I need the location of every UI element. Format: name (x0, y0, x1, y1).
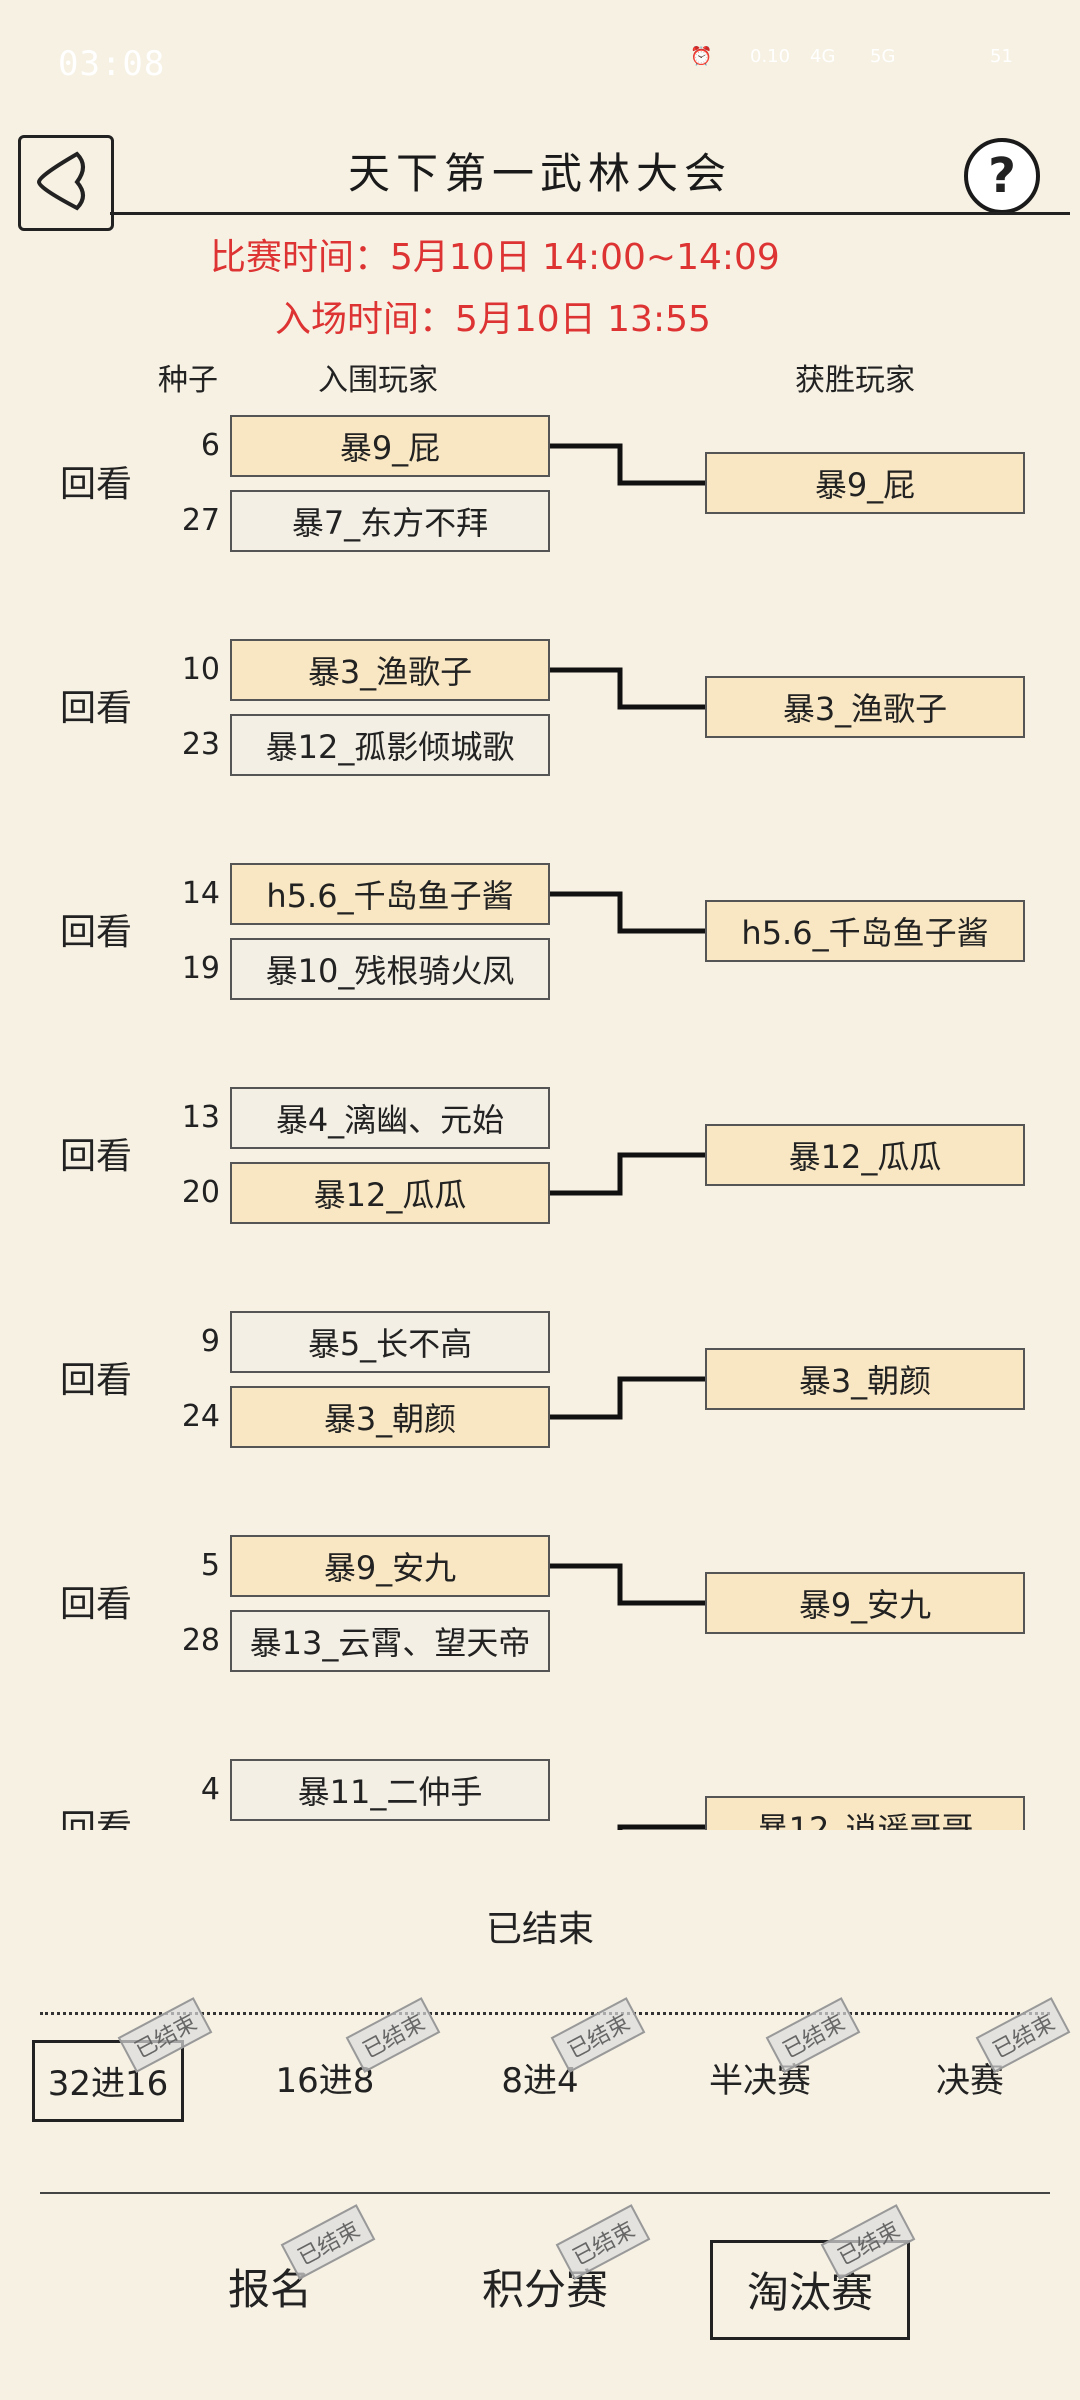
player-slot: 暴9_安九 (230, 1535, 550, 1597)
signal-5g: 5G (870, 46, 896, 67)
page-title: 天下第一武林大会 (347, 149, 732, 198)
player-slot: h5.6_千岛鱼子酱 (230, 863, 550, 925)
player-slot: 暴13_云霄、望天帝 (230, 1610, 550, 1672)
player-slot: 暴9_屁 (230, 415, 550, 477)
tab-knockout[interactable]: 淘汰赛 (710, 2240, 910, 2340)
help-button[interactable]: ? (964, 138, 1040, 214)
winner-slot: 暴12_瓜瓜 (705, 1124, 1025, 1186)
stage-divider (40, 2012, 1050, 2015)
seed-number: 28 (181, 1623, 220, 1658)
winner-slot: 暴3_朝颜 (705, 1348, 1025, 1410)
status-bar: 03:08 ⏰ 0.10 4G 5G 51 (0, 0, 1080, 130)
player-slot: 暴10_残根骑火凤 (230, 938, 550, 1000)
player-slot: 暴3_渔歌子 (230, 639, 550, 701)
replay-button[interactable]: 回看 (60, 688, 133, 729)
seed-number: 23 (181, 727, 220, 762)
bottom-divider (40, 2192, 1050, 2194)
back-button[interactable] (18, 135, 114, 231)
winner-slot: 暴3_渔歌子 (705, 676, 1025, 738)
seed-number: 24 (181, 1399, 220, 1434)
seed-number: 27 (181, 503, 220, 538)
status-time: 03:08 (58, 44, 166, 84)
column-seed: 种子 (158, 363, 218, 398)
bracket-connector (550, 1376, 705, 1420)
match-row: 回看 4 暴11_二仲手暴12_逍遥哥哥 (0, 1744, 1080, 1830)
player-slot: 暴12_瓜瓜 (230, 1162, 550, 1224)
seed-number: 5 (200, 1548, 220, 1583)
net-speed: 0.10 (750, 46, 791, 67)
player-slot: 暴12_孤影倾城歌 (230, 714, 550, 776)
replay-button[interactable]: 回看 (60, 1136, 133, 1177)
match-row: 回看 14 h5.6_千岛鱼子酱 19 暴10_残根骑火凤 h5.6_千岛鱼子酱 (0, 848, 1080, 1048)
player-slot: 暴4_漓幽、元始 (230, 1087, 550, 1149)
seed-number: 9 (200, 1324, 220, 1359)
column-winner: 获胜玩家 (795, 363, 915, 398)
bracket-connector (550, 891, 705, 934)
alarm-icon: ⏰ (690, 46, 713, 67)
player-slot: 暴5_长不高 (230, 1311, 550, 1373)
header: 天下第一武林大会 ? (0, 120, 1080, 231)
signal-4g: 4G (810, 46, 836, 67)
seed-number: 20 (181, 1175, 220, 1210)
bracket-connector (617, 1824, 705, 1830)
player-slot: 暴3_朝颜 (230, 1386, 550, 1448)
winner-slot: h5.6_千岛鱼子酱 (705, 900, 1025, 962)
bracket-connector (550, 667, 705, 710)
seed-number: 14 (181, 876, 220, 911)
winner-slot: 暴9_安九 (705, 1572, 1025, 1634)
bracket-connector (550, 1563, 705, 1606)
header-divider (110, 212, 1070, 215)
winner-slot: 暴9_屁 (705, 452, 1025, 514)
bracket-connector (550, 443, 705, 486)
bracket-connector (550, 1152, 705, 1196)
status-ended: 已结束 (485, 1909, 594, 1950)
entry-time: 入场时间：5月10日 13:55 (275, 299, 711, 340)
replay-button[interactable]: 回看 (60, 1584, 133, 1625)
seed-number: 13 (181, 1100, 220, 1135)
player-slot: 暴7_东方不拜 (230, 490, 550, 552)
seed-number: 6 (200, 428, 220, 463)
back-arrow-icon (36, 151, 85, 211)
match-time: 比赛时间：5月10日 14:00~14:09 (210, 237, 780, 278)
seed-number: 10 (181, 652, 220, 687)
replay-button[interactable]: 回看 (60, 1360, 133, 1401)
column-players: 入围玩家 (318, 363, 438, 398)
seed-number: 4 (200, 1772, 220, 1807)
battery-level: 51 (990, 46, 1013, 67)
winner-slot: 暴12_逍遥哥哥 (705, 1796, 1025, 1830)
replay-button[interactable]: 回看 (60, 912, 133, 953)
tab-16-8[interactable]: 16进8 (275, 2061, 375, 2101)
replay-button[interactable]: 回看 (60, 464, 133, 505)
seed-number: 19 (181, 951, 220, 986)
replay-button[interactable]: 回看 (60, 1808, 133, 1830)
player-slot: 暴11_二仲手 (230, 1759, 550, 1821)
